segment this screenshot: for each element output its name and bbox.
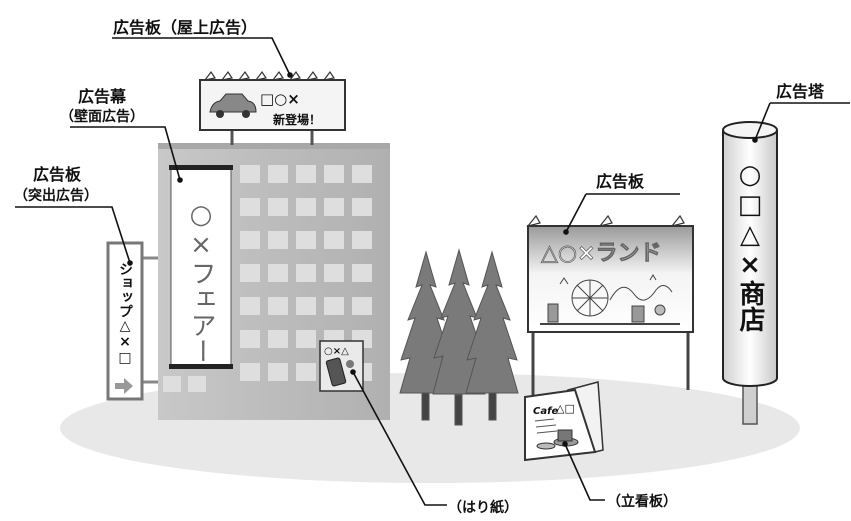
projecting-sign: ショップ△×□: [106, 241, 158, 401]
window: [268, 231, 288, 249]
window: [268, 165, 288, 183]
window: [240, 165, 260, 183]
window: [352, 297, 372, 315]
window: [188, 376, 206, 392]
window: [296, 231, 316, 249]
label-projecting-sub: （突出広告）: [14, 187, 98, 204]
window: [268, 198, 288, 216]
car-icon: [209, 93, 257, 118]
label-rooftop: 広告板（屋上広告）: [113, 18, 257, 37]
window: [268, 264, 288, 282]
window: [240, 264, 260, 282]
window: [240, 231, 260, 249]
label-poster: （はり紙）: [448, 499, 518, 516]
window: [324, 165, 344, 183]
projecting-sign-text: ショップ△×□: [117, 262, 133, 366]
label-billboard: 広告板: [596, 172, 645, 191]
window: [324, 198, 344, 216]
label-standing: （立看板）: [607, 493, 677, 510]
wall-poster: ○×△: [319, 340, 364, 392]
arrow-right-icon: [115, 378, 133, 394]
window: [296, 363, 316, 381]
amusement-park-illustration: [540, 274, 680, 325]
banner-text: ○×フェアー: [186, 200, 216, 364]
window: [352, 264, 372, 282]
window: [268, 297, 288, 315]
trees: [399, 248, 519, 426]
wall-banner: ○×フェアー: [169, 165, 233, 369]
window: [324, 264, 344, 282]
cafe-shapes: △□: [556, 402, 575, 415]
cafe-text: Cafe: [533, 406, 558, 417]
window: [268, 363, 288, 381]
window: [268, 330, 288, 348]
billboard: △○×ランド: [526, 214, 694, 398]
window: [296, 264, 316, 282]
label-banner-title: 広告幕: [78, 87, 127, 106]
window: [296, 330, 316, 348]
label-tower: 広告塔: [776, 82, 825, 101]
window: [324, 231, 344, 249]
poster-text: ○×△: [324, 346, 349, 357]
window: [296, 198, 316, 216]
label-banner-sub: （壁面広告）: [60, 108, 144, 125]
window: [352, 231, 372, 249]
billboard-text: △○×ランド: [541, 241, 662, 266]
window: [296, 165, 316, 183]
window: [240, 297, 260, 315]
window: [352, 165, 372, 183]
leader-lines: [15, 37, 850, 506]
window: [324, 297, 344, 315]
rooftop-sign-line1: □○×: [260, 90, 300, 108]
advertising-tower: ○□△×商店: [722, 121, 778, 425]
window: [296, 297, 316, 315]
window: [240, 330, 260, 348]
tower-text: ○□△×商店: [735, 160, 765, 333]
window: [240, 198, 260, 216]
rooftop-sign: □○× 新登場！: [199, 70, 346, 145]
window: [163, 376, 181, 392]
rooftop-sign-line2: 新登場！: [273, 112, 321, 127]
window: [240, 363, 260, 381]
label-projecting-title: 広告板: [33, 165, 82, 184]
window: [352, 198, 372, 216]
